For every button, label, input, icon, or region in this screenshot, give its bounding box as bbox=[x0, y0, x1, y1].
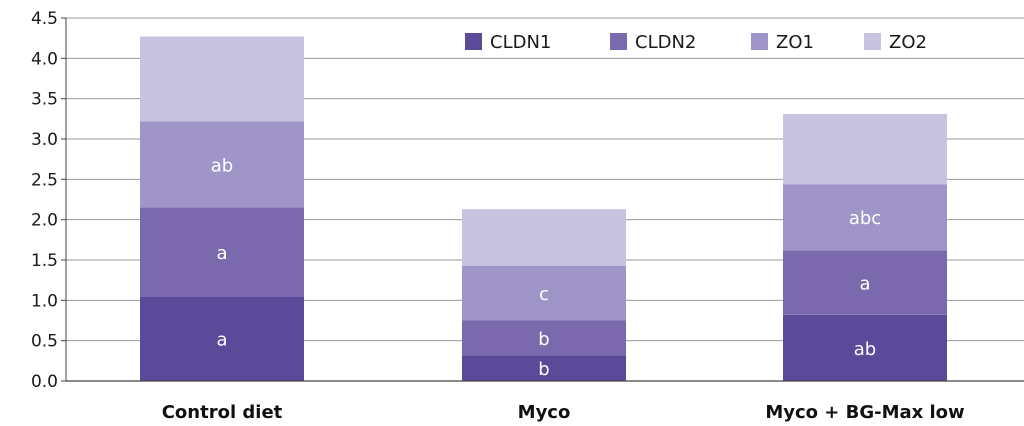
bar-segment-zo1 bbox=[783, 184, 947, 251]
legend-swatch-cldn1 bbox=[465, 33, 482, 50]
legend-swatch-zo2 bbox=[864, 33, 881, 50]
legend-label: ZO2 bbox=[889, 32, 927, 53]
legend-swatch-zo1 bbox=[751, 33, 768, 50]
bar-segment-label: ab bbox=[211, 155, 233, 176]
y-tick-label: 1.0 bbox=[31, 291, 58, 311]
y-tick-label: 3.5 bbox=[31, 90, 58, 110]
bar-segment-cldn2 bbox=[140, 207, 304, 297]
y-tick-label: 2.5 bbox=[31, 170, 58, 190]
y-tick-label: 1.5 bbox=[31, 251, 58, 271]
category-label: Myco bbox=[518, 402, 571, 423]
y-tick-label: 0.5 bbox=[31, 332, 58, 352]
bar-segment-cldn2 bbox=[783, 250, 947, 315]
bar-segment-label: ab bbox=[854, 339, 876, 360]
bar-segment-zo2 bbox=[140, 36, 304, 122]
category-label: Control diet bbox=[162, 402, 283, 423]
bar-segment-cldn2 bbox=[462, 320, 626, 356]
legend-label: ZO1 bbox=[776, 32, 814, 53]
y-tick-label: 3.0 bbox=[31, 130, 58, 150]
y-tick-label: 0.0 bbox=[31, 372, 58, 392]
y-tick-label: 4.0 bbox=[31, 49, 58, 69]
bar-segment-label: a bbox=[216, 330, 227, 351]
legend-swatch-cldn2 bbox=[610, 33, 627, 50]
bar-segment-label: abc bbox=[849, 208, 881, 229]
bar-segment-label: c bbox=[539, 284, 549, 305]
bar-segment-label: b bbox=[538, 329, 549, 350]
bar-segment-label: a bbox=[859, 274, 870, 295]
legend-label: CLDN2 bbox=[635, 32, 696, 53]
bar-segment-cldn1 bbox=[462, 355, 626, 381]
bar-segment-zo1 bbox=[140, 121, 304, 208]
bar-segment-zo2 bbox=[783, 113, 947, 185]
bar-segment-label: a bbox=[216, 243, 227, 264]
bar-segment-cldn1 bbox=[783, 314, 947, 381]
bar-segment-cldn1 bbox=[140, 296, 304, 381]
y-tick-label: 4.5 bbox=[31, 9, 58, 29]
y-tick-label: 2.0 bbox=[31, 211, 58, 231]
legend-label: CLDN1 bbox=[490, 32, 551, 53]
bar-segment-zo2 bbox=[462, 209, 626, 266]
bar-segment-zo1 bbox=[462, 265, 626, 321]
bar-segment-label: b bbox=[538, 359, 549, 380]
category-label: Myco + BG-Max low bbox=[765, 402, 964, 423]
